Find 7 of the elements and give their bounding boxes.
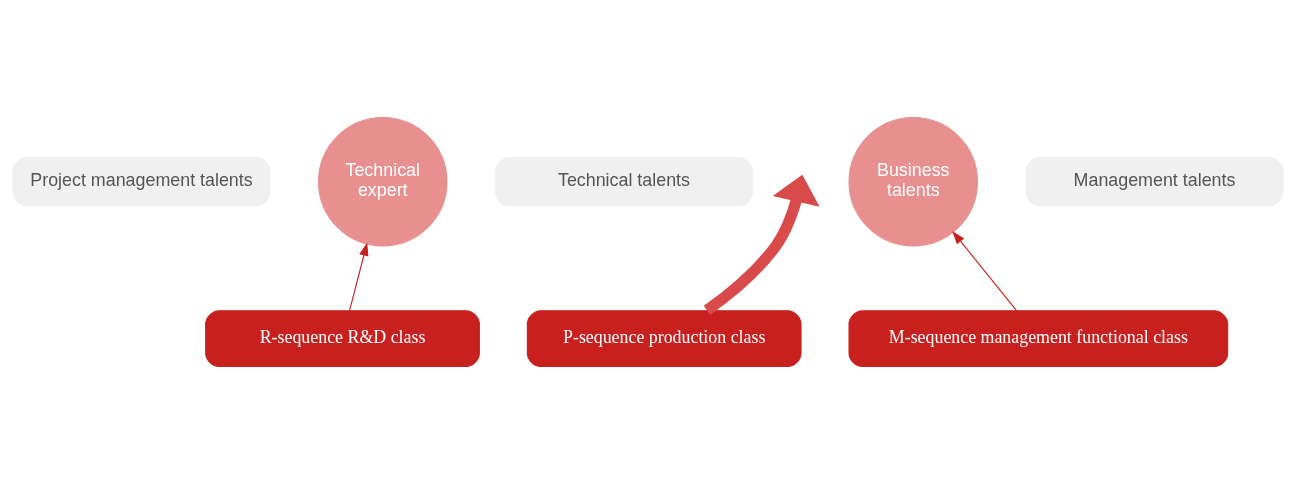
arrow (703, 174, 820, 315)
arrow (952, 230, 1018, 311)
node-box: P-sequence production class (526, 309, 802, 367)
arrow (349, 241, 369, 311)
node-box: M-sequence management functional class (848, 309, 1229, 367)
node-circle: Technical expert (317, 116, 448, 246)
node-box: R-sequence R&D class (205, 309, 480, 367)
